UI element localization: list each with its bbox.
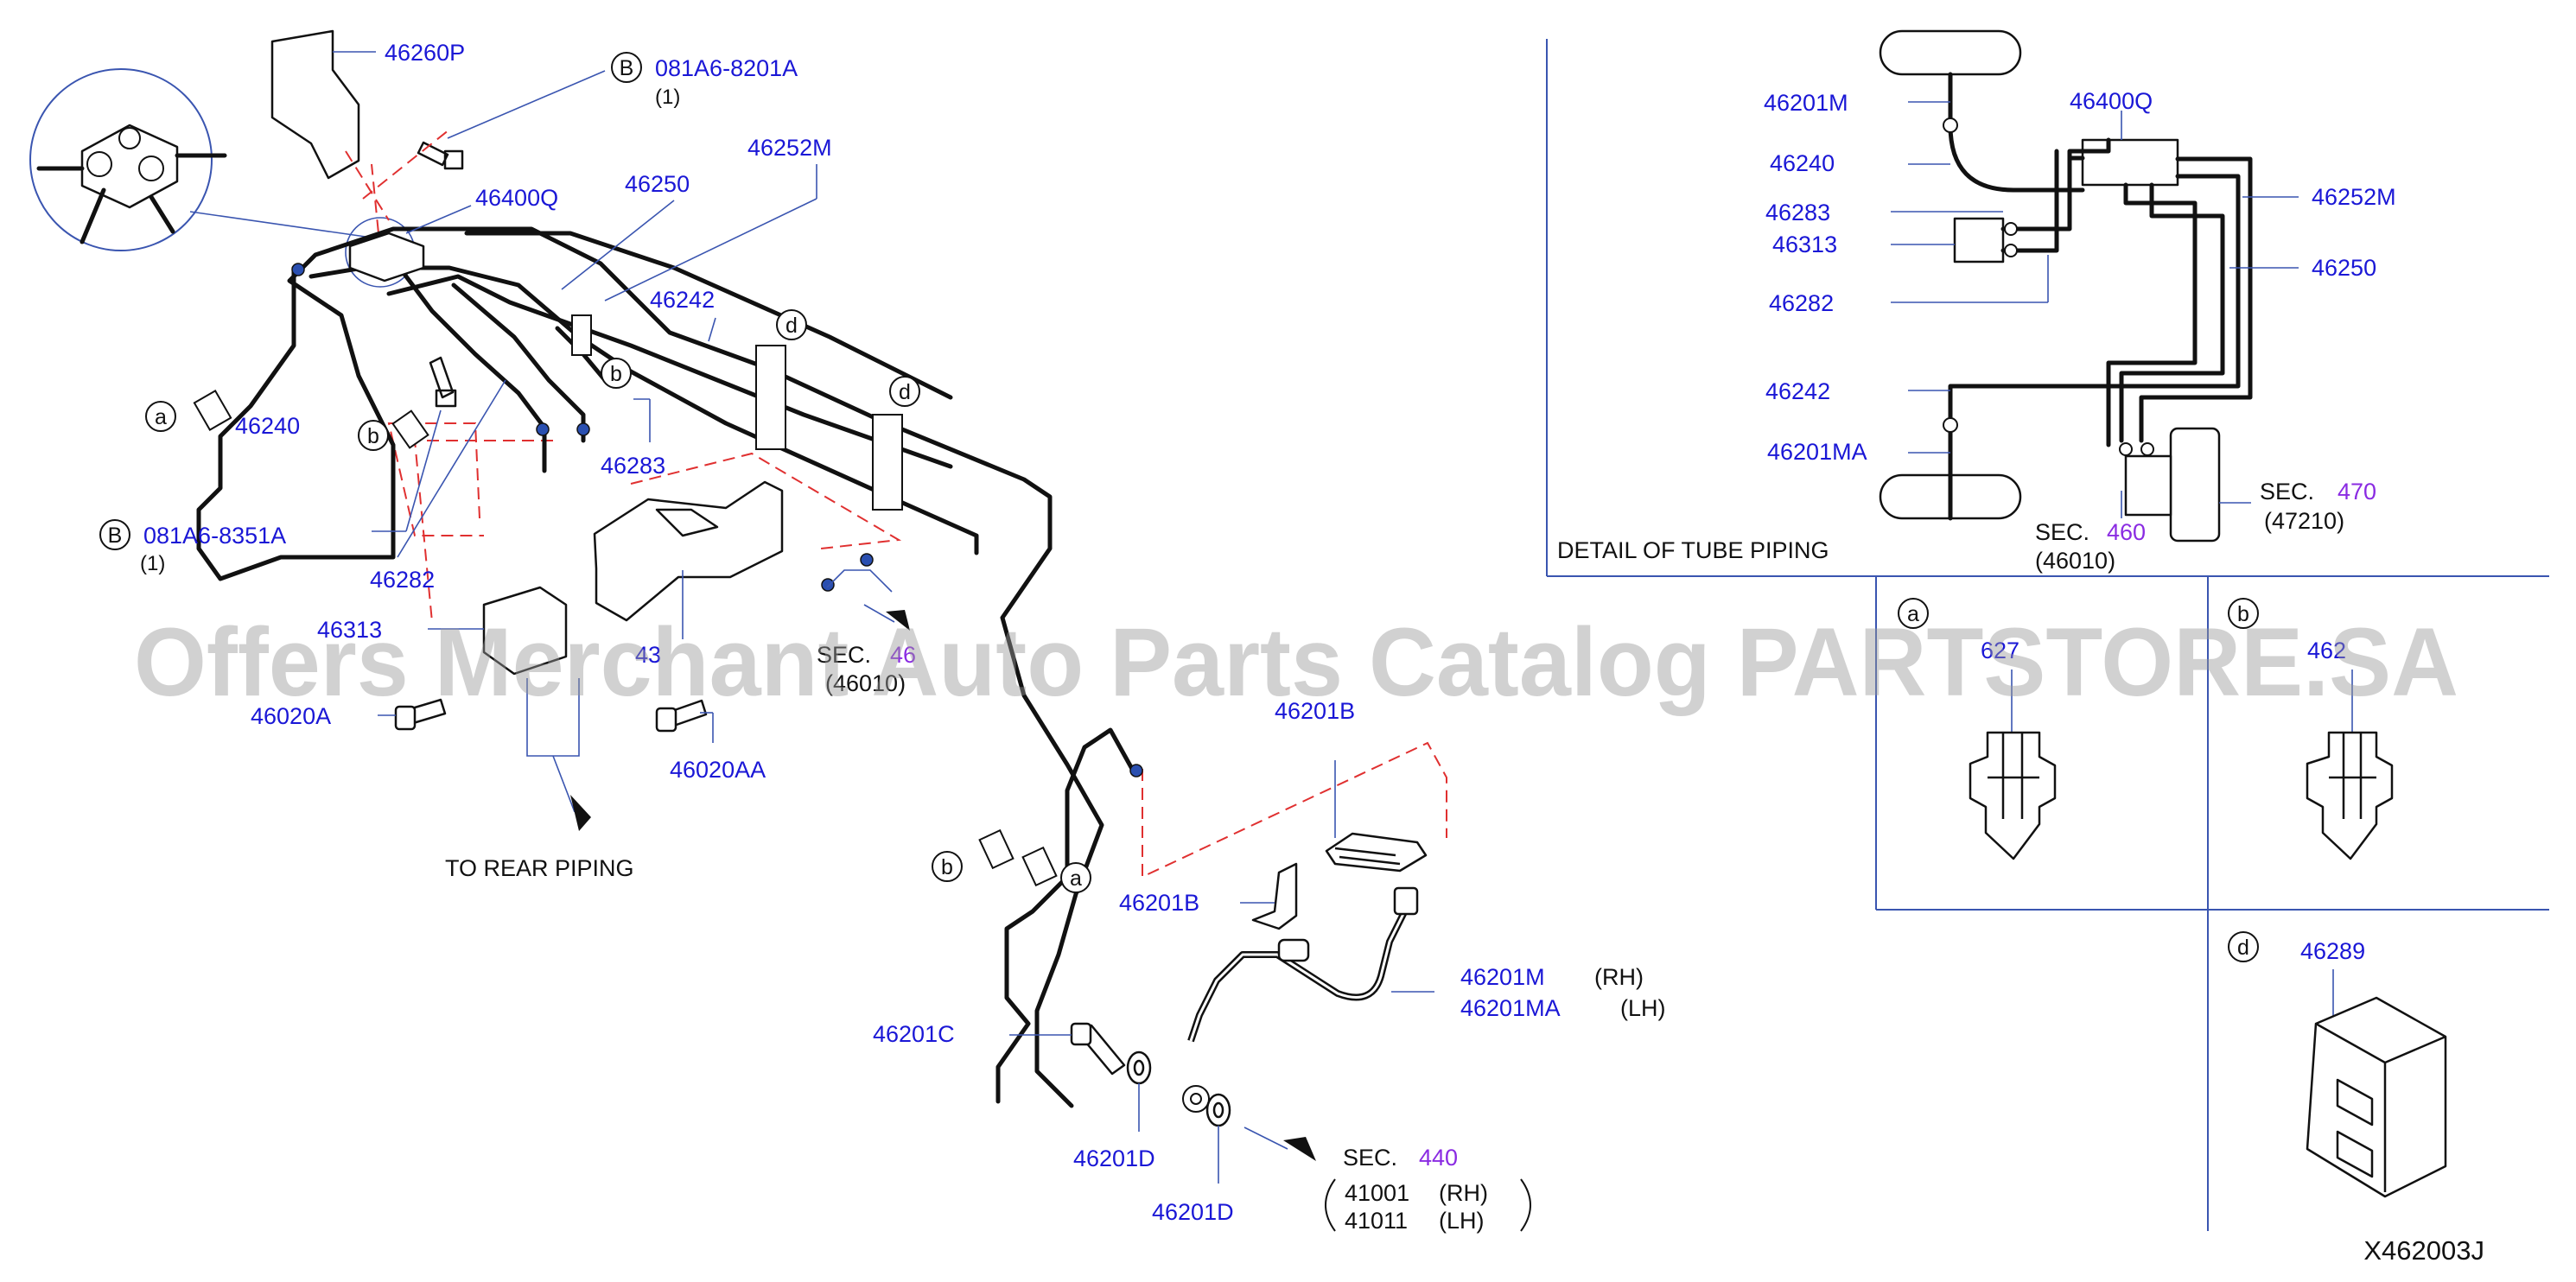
main-callout-b-3: b	[941, 855, 953, 879]
label-46282: 46282	[370, 567, 435, 593]
clip-b-shape	[2306, 731, 2394, 860]
label-46252M: 46252M	[747, 135, 832, 161]
junction-block-magnified	[80, 124, 179, 209]
detail-title: DETAIL OF TUBE PIPING	[1557, 537, 1829, 563]
label-46201B-left: 46201B	[1119, 890, 1199, 916]
label-081A6-8351A: 081A6-8351A	[143, 523, 286, 549]
label-46201B-top: 46201B	[1275, 698, 1355, 724]
ref-41001: 41001	[1345, 1180, 1409, 1206]
detail-label-46240: 46240	[1770, 150, 1835, 176]
callout-d-letter: d	[2237, 936, 2249, 960]
label-46201C: 46201C	[873, 1021, 955, 1047]
callout-b-circle	[2228, 598, 2259, 629]
detail-label-46400Q: 46400Q	[2070, 88, 2153, 114]
bracket-46260P	[270, 29, 360, 180]
block-46313	[482, 586, 568, 676]
callout-a-circle	[1898, 598, 1929, 629]
main-sec-460-word: SEC.	[817, 642, 871, 668]
junction-block-46400Q	[2081, 138, 2179, 187]
clip-panel-b: b 462	[2228, 598, 2394, 860]
label-46283: 46283	[601, 453, 665, 479]
label-46020A: 46020A	[251, 703, 331, 729]
main-callout-d-2: d	[899, 380, 911, 404]
sec-470-number: 470	[2337, 479, 2376, 505]
detail-label-46283: 46283	[1765, 200, 1830, 225]
callout-b-letter: b	[2237, 602, 2249, 626]
label-46201D-2: 46201D	[1152, 1199, 1234, 1225]
sec-460-number: 460	[2107, 519, 2146, 545]
clip-b-part-number: 462	[2307, 638, 2346, 663]
detail-label-46201MA: 46201MA	[1767, 439, 1867, 465]
clip-panel-a: a 627	[1898, 598, 2057, 860]
figure-code: X462003J	[2363, 1235, 2484, 1266]
detail-label-46242: 46242	[1765, 378, 1830, 404]
main-sec-460-number: 46	[890, 642, 916, 668]
callout-d-circle	[2228, 931, 2259, 962]
bolt-081A6-8351A	[429, 356, 457, 408]
ref-41011: 41011	[1345, 1208, 1408, 1234]
main-callout-d-1: d	[786, 314, 798, 338]
label-46250: 46250	[625, 171, 690, 197]
label-46201MA-side: (LH)	[1620, 995, 1666, 1021]
sec-460-ref: (46010)	[2035, 548, 2115, 574]
label-46240: 46240	[235, 413, 300, 439]
bolt-top-marker	[611, 52, 642, 83]
callout-a-letter: a	[1907, 602, 1919, 626]
main-assembly: 46260P B 081A6-8201A (1)	[29, 29, 1666, 1234]
label-46201MA: 46201MA	[1460, 995, 1561, 1021]
detail-label-46250: 46250	[2312, 255, 2376, 281]
bolt-081A6-8201A	[417, 141, 464, 170]
detail-panel-frames	[1546, 39, 2549, 1231]
label-46201D-1: 46201D	[1073, 1146, 1155, 1171]
detail-label-46313: 46313	[1772, 232, 1837, 257]
clip-a-shape	[1969, 731, 2057, 860]
junction-block-46400Q	[348, 232, 425, 282]
main-sec-440-number: 440	[1419, 1145, 1458, 1171]
label-43-partial: 43	[635, 642, 661, 668]
master-cylinder	[2169, 427, 2221, 543]
bolt-top-marker-letter: B	[620, 56, 634, 80]
clip-panel-d: d 46289	[2228, 931, 2447, 1198]
detail-label-46252M: 46252M	[2312, 184, 2396, 210]
watermark-text: Offers Merchant Auto Parts Catalog PARTS…	[134, 608, 2458, 716]
label-46400Q: 46400Q	[475, 185, 558, 211]
to-rear-piping: TO REAR PIPING	[445, 855, 634, 881]
label-081A6-8201A: 081A6-8201A	[655, 55, 798, 81]
tube-piping-schematic: 46201M 46400Q 46240 46283 46252M 46313 4…	[1557, 29, 2396, 574]
sec-460-word: SEC.	[2035, 519, 2089, 545]
label-46260P: 46260P	[385, 40, 465, 66]
main-callout-b-2: b	[610, 362, 622, 386]
label-081A6-8201A-qty: (1)	[655, 86, 680, 109]
ref-41001-side: (RH)	[1439, 1180, 1488, 1206]
label-46242: 46242	[650, 287, 715, 313]
sec-470-word: SEC.	[2260, 479, 2314, 505]
front-wheel-top	[1879, 29, 2022, 76]
ref-41011-side: (LH)	[1439, 1208, 1485, 1234]
clip-a-part-number: 627	[1981, 638, 2019, 663]
label-46201M-side: (RH)	[1594, 964, 1644, 990]
master-cylinder-body	[2124, 454, 2172, 517]
label-46201M: 46201M	[1460, 964, 1545, 990]
hose-46201M-end	[1393, 886, 1419, 916]
detail-label-46201M: 46201M	[1764, 90, 1848, 116]
clip-d-part-number: 46289	[2300, 938, 2365, 964]
bolt-bottom-marker-letter: B	[108, 524, 123, 548]
sec-470-ref: (47210)	[2264, 508, 2344, 534]
label-46020AA: 46020AA	[670, 757, 766, 783]
main-sec-440-word: SEC.	[1343, 1145, 1397, 1171]
label-46313: 46313	[317, 617, 382, 643]
bracket-46201B-left	[1251, 862, 1298, 930]
label-081A6-8351A-qty: (1)	[140, 552, 165, 575]
main-callout-a-2: a	[1070, 866, 1082, 891]
main-callout-a-1: a	[155, 405, 167, 429]
connector-block-46313	[1953, 217, 2005, 263]
bracket-43	[593, 480, 784, 622]
main-sec-460-ref: (46010)	[825, 670, 906, 696]
main-callout-b-1: b	[367, 424, 379, 448]
detail-label-46282: 46282	[1769, 290, 1834, 316]
